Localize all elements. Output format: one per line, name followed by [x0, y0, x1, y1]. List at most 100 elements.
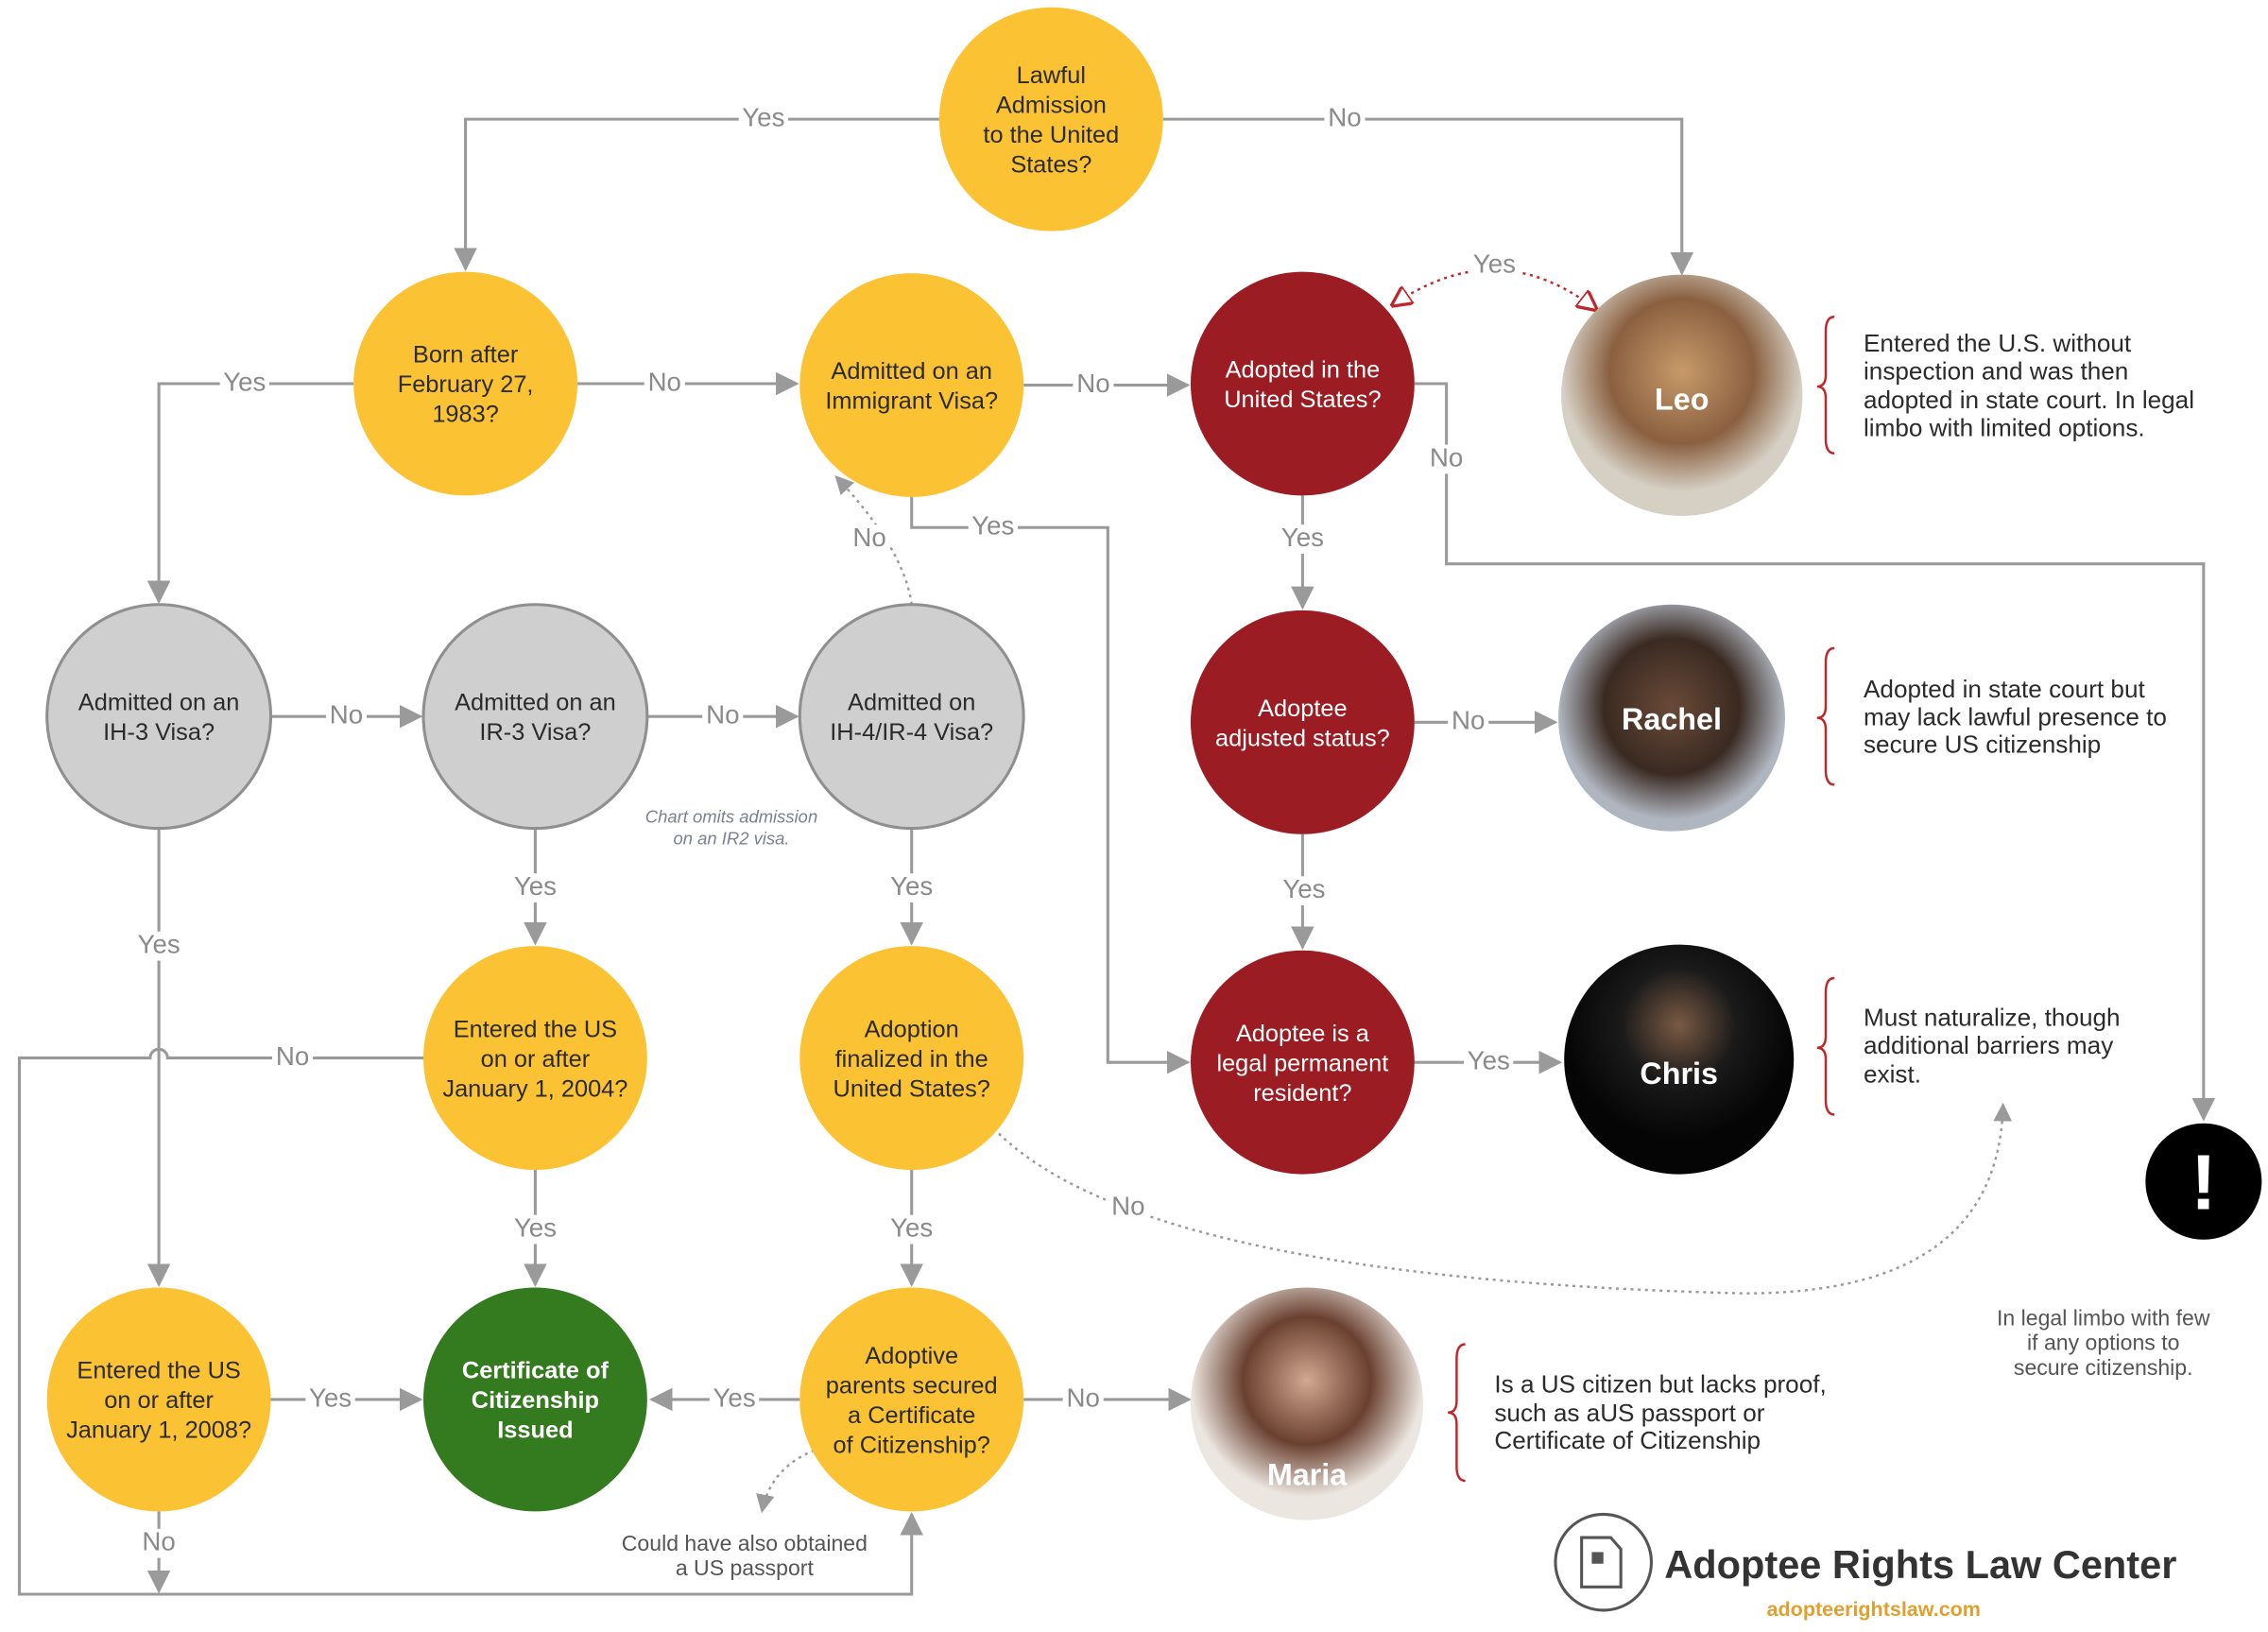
brand-logo: Adoptee Rights Law Center adopteerightsl…	[1554, 1512, 2176, 1621]
node-circle	[799, 273, 1024, 497]
edge-label-no: No	[272, 1041, 314, 1073]
edge-label-no: No	[1324, 102, 1366, 134]
svg-text:No: No	[142, 1527, 175, 1556]
svg-text:No: No	[1328, 102, 1361, 131]
edge-label-yes: Yes	[510, 1212, 560, 1245]
svg-text:No: No	[1076, 369, 1109, 398]
node-circle	[938, 7, 1163, 232]
svg-text:Maria: Maria	[1267, 1458, 1348, 1492]
svg-text:Yes: Yes	[971, 511, 1014, 541]
svg-text:No: No	[1066, 1383, 1099, 1412]
svg-text:No: No	[1452, 706, 1485, 735]
svg-text:No: No	[276, 1041, 309, 1071]
svg-text:!: !	[2191, 1138, 2217, 1226]
svg-text:No: No	[330, 699, 363, 729]
edge-labels: Yes No Yes No No Yes Yes No Yes No Yes Y…	[133, 102, 1520, 1558]
node-circle	[45, 603, 273, 831]
node-circle	[353, 271, 578, 496]
svg-text:Rachel: Rachel	[1622, 702, 1722, 736]
edge-label-no: No	[849, 523, 890, 554]
edge-label-no: No	[644, 367, 685, 399]
edge-label-no: No	[1108, 1191, 1149, 1223]
svg-text:Yes: Yes	[1468, 1045, 1510, 1074]
brand-url[interactable]: adopteerightslaw.com	[1767, 1598, 1981, 1621]
node-circle	[799, 1287, 1024, 1512]
node-circle	[1190, 950, 1415, 1175]
node-circle	[46, 1287, 271, 1512]
node-circle	[1190, 271, 1415, 496]
svg-text:Yes: Yes	[1473, 249, 1516, 279]
person-maria: Maria	[1190, 1287, 1424, 1520]
edge-label-yes: Yes	[510, 871, 560, 903]
logo-icon	[1554, 1512, 1654, 1612]
edge-label-no: No	[1448, 706, 1489, 737]
node-circle	[422, 946, 647, 1170]
node-circle	[799, 946, 1024, 1170]
node-circle	[798, 603, 1025, 831]
edge-label-no: No	[702, 699, 744, 731]
edge-label-no: No	[138, 1527, 180, 1558]
edge-label-yes: Yes	[886, 871, 936, 903]
person-rachel: Rachel	[1558, 604, 1785, 832]
svg-text:Yes: Yes	[890, 871, 933, 901]
node-circle	[421, 603, 649, 831]
edge-label-yes: Yes	[219, 367, 269, 399]
svg-text:No: No	[1111, 1191, 1144, 1220]
svg-text:Yes: Yes	[309, 1383, 352, 1412]
svg-text:Yes: Yes	[1282, 874, 1325, 903]
person-chris: Chris	[1564, 944, 1795, 1175]
svg-text:Yes: Yes	[223, 367, 266, 396]
edge-label-yes: Yes	[1469, 249, 1520, 281]
svg-text:Leo: Leo	[1655, 383, 1709, 417]
svg-text:Adoptee Rights Law Center: Adoptee Rights Law Center	[1664, 1542, 2176, 1587]
person-leo: Leo	[1561, 274, 1803, 516]
exclamation-icon	[2145, 1123, 2262, 1240]
edge-label-no: No	[1062, 1383, 1104, 1415]
svg-text:No: No	[1430, 442, 1463, 472]
edge-label-no: No	[1426, 442, 1468, 474]
svg-text:No: No	[648, 367, 681, 396]
svg-text:Yes: Yes	[713, 1383, 756, 1412]
photo-leo	[1561, 274, 1803, 516]
edge-label-yes: Yes	[1278, 523, 1328, 554]
edge-label-yes: Yes	[305, 1383, 355, 1415]
edge-label-yes: Yes	[133, 929, 184, 961]
brackets	[1448, 316, 1835, 1483]
edge-label-yes: Yes	[709, 1383, 760, 1415]
edge-label-yes: Yes	[738, 102, 788, 134]
